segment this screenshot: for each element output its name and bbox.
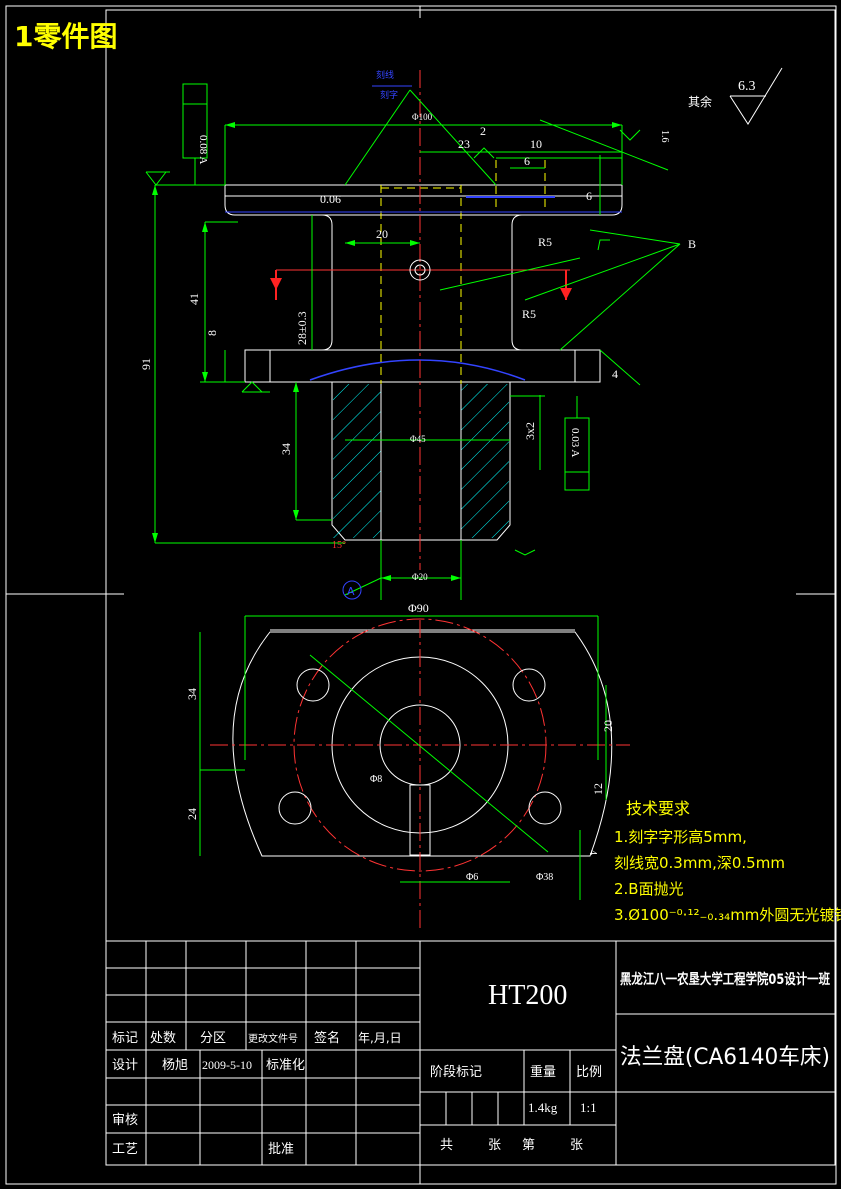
standard-label: 标准化 [266, 1058, 305, 1073]
tolerance-top: 0.08 A [197, 135, 209, 164]
dim-r5-bottom: R5 [522, 307, 536, 321]
dim-8: 8 [205, 330, 219, 336]
dim-20-top: 20 [601, 720, 615, 732]
roughness-other-value: 6.3 [738, 79, 756, 94]
dim-34-top: 34 [185, 688, 199, 700]
title-block [105, 940, 836, 1166]
header-date: 年,月,日 [358, 1031, 402, 1045]
weight-value: 1.4kg [528, 1100, 558, 1115]
dim-6: 6 [524, 154, 530, 168]
dim-28: 28±0.3 [295, 311, 309, 345]
sheets-nth: 第 [522, 1138, 535, 1153]
scale-label: 比例 [576, 1065, 602, 1080]
dim-chamfer-3x2: 3x2 [523, 422, 537, 440]
dim-r5-top: R5 [538, 235, 552, 249]
dim-dia-8: Φ8 [370, 774, 382, 785]
tech-item-2: 2.B面抛光 [614, 880, 684, 898]
header-zone: 分区 [200, 1031, 226, 1046]
header-count: 处数 [150, 1031, 176, 1046]
review-label: 审核 [112, 1113, 138, 1128]
approve-label: 批准 [268, 1142, 294, 1157]
front-view: A 刻线 刻字 2 23 10 6 6 20 0.06 R5 R5 Φ100 Φ… [139, 69, 696, 600]
dim-dia-20: Φ20 [412, 572, 428, 582]
dim-12: 12 [591, 783, 605, 795]
process-label: 工艺 [112, 1142, 138, 1157]
tech-item-1b: 刻线宽0.3mm,深0.5mm [614, 854, 785, 872]
header-mark: 标记 [112, 1031, 138, 1046]
weight-label: 重量 [530, 1064, 556, 1080]
dim-23: 23 [458, 137, 470, 151]
dim-dia-45: Φ45 [410, 434, 426, 444]
engrave-char-label: 刻字 [380, 89, 398, 101]
dim-10: 10 [530, 137, 542, 151]
dim-2: 2 [480, 124, 486, 138]
dim-4-top: 4 [587, 850, 598, 855]
dim-4: 4 [612, 367, 618, 381]
tech-requirements: 技术要求 1.刻字字形高5mm, 刻线宽0.3mm,深0.5mm 2.B面抛光 … [614, 799, 841, 924]
top-view: Φ90 34 24 20 12 Φ6 Φ38 Φ8 4 [185, 601, 630, 930]
dim-6b: 6 [586, 189, 592, 203]
surface-b-label: B [688, 237, 696, 251]
sheets-unit-2: 张 [570, 1138, 583, 1153]
dim-24: 24 [185, 808, 199, 820]
roughness-other-label: 其余 [688, 94, 712, 109]
design-date: 2009-5-10 [202, 1058, 252, 1072]
stage-mark-label: 阶段标记 [430, 1065, 482, 1080]
dim-91: 91 [139, 358, 153, 370]
dim-41: 41 [187, 293, 201, 305]
institution: 黑龙江八一农垦大学工程学院05设计一班 [620, 971, 830, 988]
dim-34: 34 [279, 443, 293, 455]
angle-15: 15° [332, 540, 346, 551]
dim-006: 0.06 [320, 192, 341, 206]
dim-dia-6: Φ6 [466, 872, 478, 883]
dim-dia-100: Φ100 [412, 112, 433, 122]
sheets-total: 共 [440, 1138, 453, 1153]
engrave-line-label: 刻线 [376, 69, 394, 81]
dim-dia-38: Φ38 [536, 872, 553, 883]
dim-dia-90: Φ90 [408, 601, 429, 615]
sheet-title: 1零件图 [14, 20, 117, 53]
designer: 杨旭 [162, 1058, 188, 1073]
roughness-1-6: 1.6 [659, 130, 670, 143]
material: HT200 [488, 980, 567, 1011]
dim-20: 20 [376, 227, 388, 241]
part-name: 法兰盘(CA6140车床) [620, 1045, 830, 1070]
design-label: 设计 [112, 1058, 138, 1073]
datum-a-label: A [347, 585, 355, 598]
header-doc: 更改文件号 [248, 1032, 298, 1045]
tolerance-right: 0.03 A [569, 428, 581, 457]
tech-item-1: 1.刻字字形高5mm, [614, 828, 747, 846]
header-sign: 签名 [314, 1030, 340, 1046]
scale-value: 1:1 [580, 1100, 597, 1115]
roughness-other-symbol: 其余 6.3 [688, 67, 783, 125]
sheets-unit: 张 [488, 1138, 501, 1153]
tech-item-3: 3.Ø100⁻⁰·¹²₋₀.₃₄mm外圆无光镀铬 [614, 906, 841, 924]
engraving-tag: 刻线 刻字 [372, 69, 412, 101]
tech-heading: 技术要求 [626, 799, 690, 818]
sheet-frame [5, 5, 837, 1185]
